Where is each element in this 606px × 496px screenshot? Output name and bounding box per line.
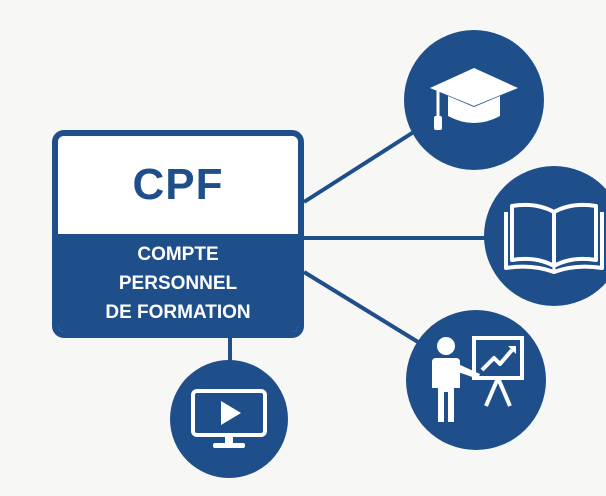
cpf-subtitle-line-1: COMPTE: [137, 243, 219, 265]
monitor-play-icon: [191, 389, 267, 448]
cpf-acronym: CPF: [132, 160, 224, 209]
teacher-presentation-icon: [432, 336, 524, 422]
monitor-node: [170, 360, 288, 478]
cpf-subtitle-line-3: DE FORMATION: [105, 301, 251, 323]
cpf-subtitle-line-2: PERSONNEL: [118, 272, 238, 294]
graduation-node: [404, 30, 544, 170]
open-book-icon: [504, 202, 604, 274]
teacher-node: [406, 310, 546, 450]
graduation-cap-icon: [430, 68, 518, 130]
cpf-box: CPF COMPTE PERSONNEL DE FORMATION: [52, 130, 304, 338]
book-node: [484, 166, 606, 306]
cpf-title-area: CPF: [58, 136, 298, 234]
cpf-subtitle-area: COMPTE PERSONNEL DE FORMATION: [58, 234, 298, 332]
connector-graduation: [302, 126, 422, 204]
connector-teacher: [302, 270, 420, 344]
